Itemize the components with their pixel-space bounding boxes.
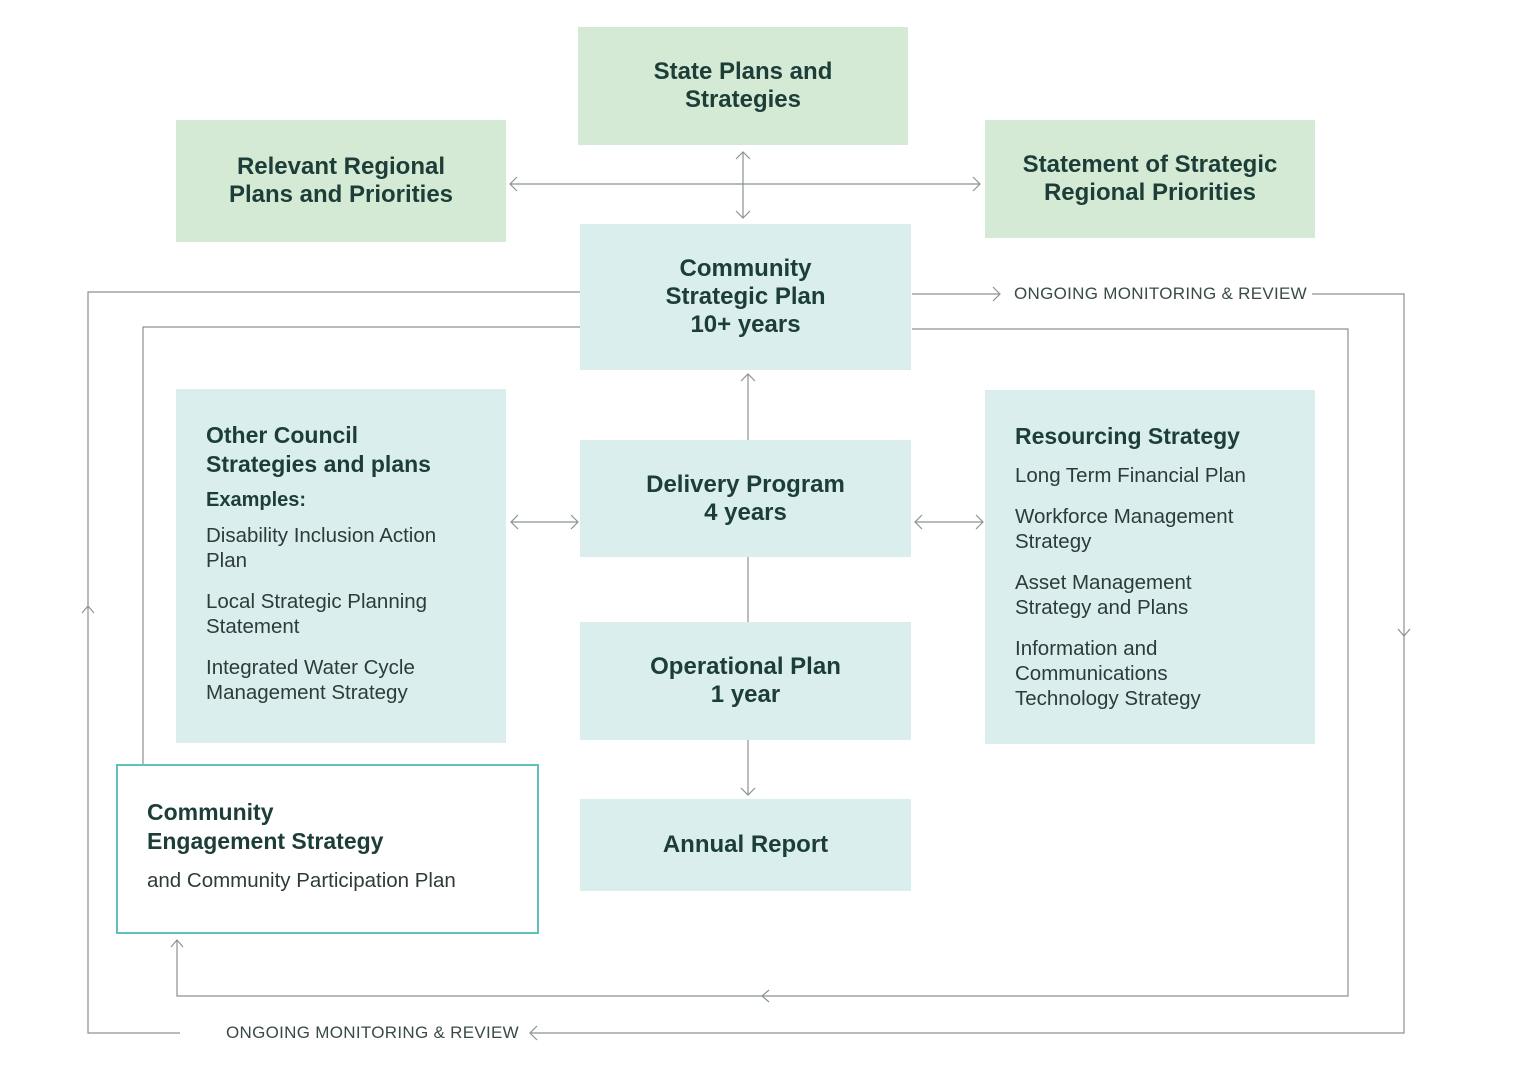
annual-report-title: Annual Report: [662, 831, 829, 858]
monitoring-review-label-top: ONGOING MONITORING & REVIEW: [1010, 284, 1312, 304]
engagement-strategy-box: Community Engagement Strategy and Commun…: [116, 764, 539, 934]
community-strategic-plan-title: Community Strategic Plan 10+ years: [665, 255, 826, 338]
list-item: Integrated Water Cycle Management Strate…: [206, 656, 415, 704]
resourcing-strategy-box: Resourcing Strategy Long Term Financial …: [985, 390, 1315, 744]
delivery-program-title: Delivery Program 4 years: [646, 470, 845, 526]
list-item: Workforce Management Strategy: [1015, 505, 1234, 553]
regional-plans-box: Relevant Regional Plans and Priorities: [176, 120, 506, 242]
list-item: Local Strategic Planning Statement: [206, 590, 428, 638]
regional-plans-title: Relevant Regional Plans and Priorities: [228, 153, 454, 208]
state-plans-title: State Plans and Strategies: [653, 58, 833, 113]
list-item: Information and Communications Technolog…: [1015, 637, 1201, 710]
annual-report-box: Annual Report: [580, 799, 911, 891]
statement-priorities-title: Statement of Strategic Regional Prioriti…: [1022, 151, 1278, 206]
delivery-program-box: Delivery Program 4 years: [580, 440, 911, 557]
community-strategic-plan-box: Community Strategic Plan 10+ years: [580, 224, 911, 370]
operational-plan-box: Operational Plan 1 year: [580, 622, 911, 740]
resourcing-strategy-title: Resourcing Strategy: [1015, 423, 1240, 449]
resourcing-strategy-list: Long Term Financial Plan Workforce Manag…: [1015, 463, 1295, 711]
other-strategies-subtitle: Examples:: [206, 489, 307, 511]
engagement-strategy-title: Community Engagement Strategy: [147, 799, 384, 854]
other-strategies-box: Other Council Strategies and plans Examp…: [176, 389, 506, 743]
list-item: Asset Management Strategy and Plans: [1015, 571, 1192, 619]
other-strategies-title: Other Council Strategies and plans: [206, 422, 431, 477]
state-plans-box: State Plans and Strategies: [578, 27, 908, 145]
other-strategies-list: Disability Inclusion Action Plan Local S…: [206, 523, 486, 705]
list-item: Long Term Financial Plan: [1015, 464, 1246, 487]
monitoring-review-label-bottom: ONGOING MONITORING & REVIEW: [222, 1023, 524, 1043]
statement-priorities-box: Statement of Strategic Regional Prioriti…: [985, 120, 1315, 238]
operational-plan-title: Operational Plan 1 year: [650, 653, 841, 708]
engagement-strategy-subtitle: and Community Participation Plan: [147, 869, 456, 892]
list-item: Disability Inclusion Action Plan: [206, 524, 437, 572]
